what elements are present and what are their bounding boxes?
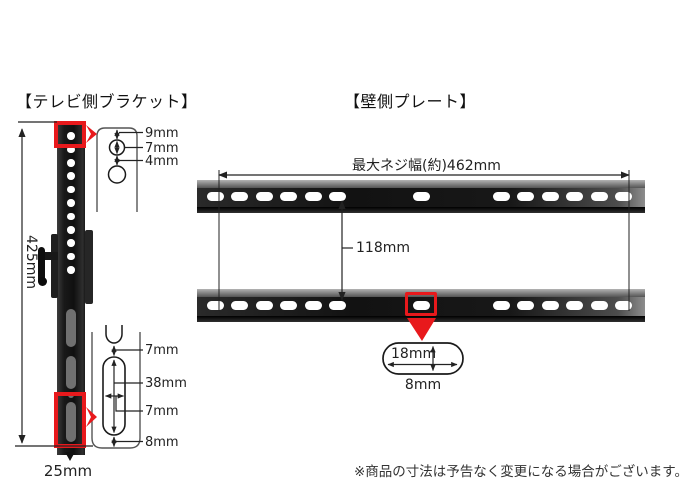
- plate-screw-slot: [412, 301, 430, 310]
- plate-screw-slot: [566, 301, 583, 310]
- bracket-screw-hole: [67, 132, 75, 140]
- plate-screw-slot: [231, 192, 248, 201]
- zoom-pointer-chevron-bottom: [86, 407, 97, 427]
- plate-screw-slot: [255, 301, 273, 310]
- plate-lip: [197, 207, 645, 213]
- label-118mm: 118mm: [356, 240, 410, 256]
- bracket-side-flange-right: [85, 230, 93, 304]
- bracket-screw-hole: [67, 226, 75, 234]
- label-7mm-gap: 7mm: [145, 343, 179, 358]
- plate-screw-slot: [412, 192, 430, 201]
- plate-screw-slot: [541, 301, 559, 310]
- label-8mm-edge: 8mm: [145, 435, 179, 450]
- highlight-box-plate-slot: [405, 292, 437, 316]
- label-4mm: 4mm: [145, 154, 179, 169]
- plate-screw-slot: [280, 192, 297, 201]
- plate-screw-slot: [492, 192, 510, 201]
- plate-flange: [197, 180, 645, 188]
- plate-lip: [197, 316, 645, 322]
- highlight-box-bracket-top: [54, 121, 86, 148]
- detail-upper-slot-end: [105, 325, 123, 344]
- bracket-lower-slot: [66, 309, 76, 347]
- label-25mm: 25mm: [43, 462, 93, 480]
- plate-screw-slot: [206, 301, 224, 310]
- detail-long-slot: [102, 356, 126, 436]
- magnifier-box-top: [96, 127, 138, 212]
- plate-screw-slot: [590, 192, 608, 201]
- plate-screw-slot: [329, 301, 346, 310]
- tilt-knob-ball: [38, 277, 47, 286]
- bracket-screw-hole: [67, 239, 75, 247]
- label-7mm-width: 7mm: [145, 404, 179, 419]
- bracket-screw-hole: [67, 266, 75, 274]
- bracket-lower-slot: [66, 356, 76, 389]
- plate-screw-slot: [206, 192, 224, 201]
- zoom-pointer-chevron-top: [86, 125, 97, 143]
- tilt-knob-stem: [44, 252, 58, 260]
- wall-plate-title: 【壁側プレート】: [344, 92, 477, 111]
- wall-plate-bar-top: [197, 180, 645, 213]
- plate-screw-slot: [231, 301, 248, 310]
- highlight-box-bracket-bottom: [54, 392, 86, 448]
- magnifier-box-bottom: [91, 332, 141, 449]
- plate-screw-slot: [304, 192, 322, 201]
- label-8mm-slot: 8mm: [404, 377, 442, 393]
- detail-hole-upper: [108, 139, 126, 156]
- tv-bracket-title: 【テレビ側ブラケット】: [16, 92, 198, 111]
- label-18mm: 18mm: [391, 346, 437, 362]
- label-38mm: 38mm: [145, 376, 187, 391]
- plate-screw-slot: [492, 301, 510, 310]
- plate-screw-slot: [615, 192, 632, 201]
- plate-screw-slot: [255, 192, 273, 201]
- bracket-screw-hole: [67, 212, 75, 221]
- plate-screw-slot: [541, 192, 559, 201]
- plate-screw-slot: [517, 301, 534, 310]
- plate-screw-slot: [304, 301, 322, 310]
- bracket-screw-hole: [67, 199, 75, 207]
- bracket-screw-hole: [67, 159, 75, 167]
- footer-disclaimer: ※商品の寸法は予告なく変更になる場合がございます。: [354, 464, 688, 480]
- bracket-screw-hole: [67, 172, 75, 180]
- leader-7mm-width: [115, 396, 143, 412]
- plate-screw-slot: [566, 192, 583, 201]
- label-425mm: 425mm: [23, 235, 39, 289]
- bracket-side-flange-left: [51, 234, 58, 298]
- label-9mm: 9mm: [145, 126, 179, 141]
- bracket-screw-hole: [67, 185, 75, 194]
- label-max-screw-width: 最大ネジ幅(約)462mm: [352, 158, 501, 174]
- plate-screw-slot: [329, 192, 346, 201]
- plate-screw-slot: [615, 301, 632, 310]
- bracket-screw-hole: [67, 252, 75, 261]
- tilt-knob-handle: [38, 247, 45, 284]
- tv-bracket-body: [57, 124, 85, 455]
- plate-screw-slot: [280, 301, 297, 310]
- detail-hole-lower: [107, 165, 127, 184]
- plate-screw-slot: [590, 301, 608, 310]
- label-7mm-hole: 7mm: [145, 141, 179, 156]
- bracket-screw-hole: [67, 145, 75, 154]
- plate-screw-slot: [517, 192, 534, 201]
- bracket-lower-slot: [66, 402, 76, 442]
